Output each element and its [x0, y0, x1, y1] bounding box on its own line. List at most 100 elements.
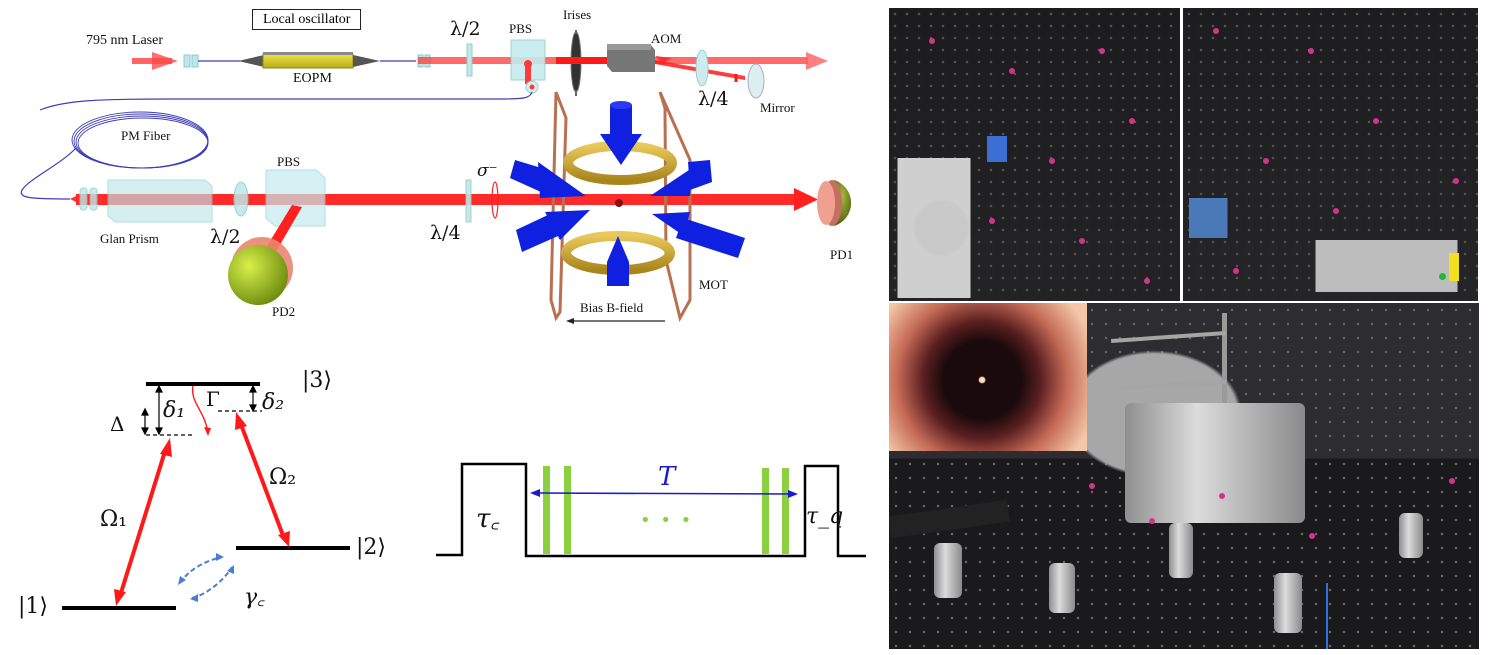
optical-setup-diagram — [20, 30, 852, 324]
decay-arrow — [191, 385, 209, 433]
decay-arrowhead — [204, 427, 211, 436]
photo-post — [934, 543, 962, 598]
omega-2-label: Ω₂ — [269, 465, 297, 490]
quarter-wave-top-label: λ/4 — [698, 88, 729, 110]
pulse-bars-start — [543, 466, 571, 554]
delta-1-label: δ₁ — [163, 398, 186, 423]
glan-prism-label: Glan Prism — [100, 231, 159, 246]
delta-big-label: Δ — [110, 412, 125, 436]
photo-detail — [1049, 158, 1055, 164]
photo-fiber-collimator — [889, 499, 1010, 539]
mot-beam-lower-right — [652, 212, 745, 258]
delta-2-arrow — [249, 384, 257, 413]
apparatus-photo-right — [1183, 8, 1478, 301]
pm-fiber-coil — [71, 111, 209, 169]
aom-label: AOM — [651, 31, 682, 46]
photo-detail — [1099, 48, 1105, 54]
apparatus-photo-left — [889, 8, 1180, 301]
state-1-label: |1⟩ — [18, 594, 48, 619]
photo-detail — [1219, 493, 1225, 499]
omega-1-arrow — [114, 438, 172, 606]
eopm-label: EOPM — [293, 71, 332, 86]
tau-c-label: τ꜀ — [476, 504, 500, 534]
pd2-label: PD2 — [272, 304, 296, 319]
half-wave-plate-top — [466, 43, 473, 77]
sigma-minus-label: σ⁻ — [477, 161, 498, 181]
coherence-arrowhead — [178, 576, 186, 585]
photo-stand-pole — [1222, 313, 1227, 468]
photo-status-led — [1439, 273, 1446, 280]
omega-2-arrow — [235, 412, 290, 547]
timing-trace — [436, 462, 866, 558]
photo-stand-arm — [1111, 330, 1226, 344]
period-arrow — [530, 489, 798, 498]
half-wave-bottom-label: λ/2 — [210, 226, 241, 248]
omega-1-label: Ω₁ — [100, 507, 128, 532]
beam-strong — [556, 57, 616, 64]
bias-coil-frame-left — [549, 91, 568, 322]
mot-beam-upper-right — [650, 160, 712, 196]
aom-block — [607, 44, 655, 72]
fiber-tip — [70, 196, 76, 202]
photo-post — [1049, 563, 1075, 613]
pulse-bar — [564, 466, 571, 554]
pulse-bar — [782, 468, 789, 554]
mot-beam-bottom — [607, 236, 629, 286]
pulse-bar — [762, 468, 769, 554]
photo-detail — [1309, 533, 1315, 539]
pulse-bar — [543, 466, 550, 554]
delta-big-arrow — [141, 407, 149, 436]
pulse-bars-end — [762, 468, 789, 554]
level-diagram — [62, 382, 350, 610]
mirror-label: Mirror — [760, 100, 795, 115]
gamma-decay-label: Γ — [206, 387, 220, 411]
photo-detail — [1009, 68, 1015, 74]
photo-detail — [1449, 478, 1455, 484]
gamma-c-label: γ꜀ — [244, 585, 265, 610]
fiber-to-glan — [20, 147, 77, 200]
quarter-wave-plate-top — [695, 49, 709, 87]
photo-detail — [1263, 158, 1269, 164]
pd1-detector — [817, 180, 852, 226]
quarter-wave-plate-bottom — [465, 179, 472, 223]
pbs-cube-bottom — [265, 169, 326, 227]
period-label: T — [658, 462, 676, 492]
input-laser-beam — [132, 52, 178, 70]
coherence-arrowhead — [227, 565, 234, 574]
pd1-label: PD1 — [830, 247, 854, 262]
fiber-return — [39, 91, 533, 111]
glan-prism — [107, 179, 213, 223]
photo-detail — [1373, 118, 1379, 124]
photo-detail — [929, 38, 935, 44]
photo-post — [1399, 513, 1423, 558]
photo-detail — [1144, 278, 1150, 284]
photo-post — [1274, 573, 1302, 633]
photo-detail — [1308, 48, 1314, 54]
ellipsis-label: • • • — [640, 510, 694, 531]
probe-beam-arrowhead — [794, 188, 818, 211]
state-2-label: |2⟩ — [356, 535, 386, 560]
photo-detail — [1089, 483, 1095, 489]
bias-coil-frame-right — [658, 91, 692, 323]
pm-fiber-label: PM Fiber — [121, 128, 171, 143]
delta-2-label: δ₂ — [262, 390, 285, 415]
mot-beam-lower-left — [516, 210, 590, 252]
quarter-wave-bottom-label: λ/4 — [430, 222, 461, 244]
atom-cloud — [615, 199, 623, 207]
photo-detail — [1213, 28, 1219, 34]
pd2-detector — [228, 237, 293, 305]
sigma-polarization-icon — [491, 181, 499, 219]
photo-stand-arm — [1120, 380, 1227, 390]
half-wave-plate-bottom — [233, 181, 249, 217]
pbs-top-label: PBS — [509, 21, 533, 36]
photo-detail — [989, 218, 995, 224]
photo-detail — [1149, 518, 1155, 524]
tau-q-label: τ_q — [806, 504, 844, 529]
laser-label: 795 nm Laser — [86, 33, 163, 48]
photo-detail — [1079, 238, 1085, 244]
photo-blue-mount — [987, 136, 1007, 162]
pbs-bottom-label: PBS — [277, 154, 301, 169]
timing-diagram — [436, 462, 866, 558]
photo-magnetic-shield — [1125, 403, 1305, 523]
delta-1-arrow — [155, 384, 163, 436]
